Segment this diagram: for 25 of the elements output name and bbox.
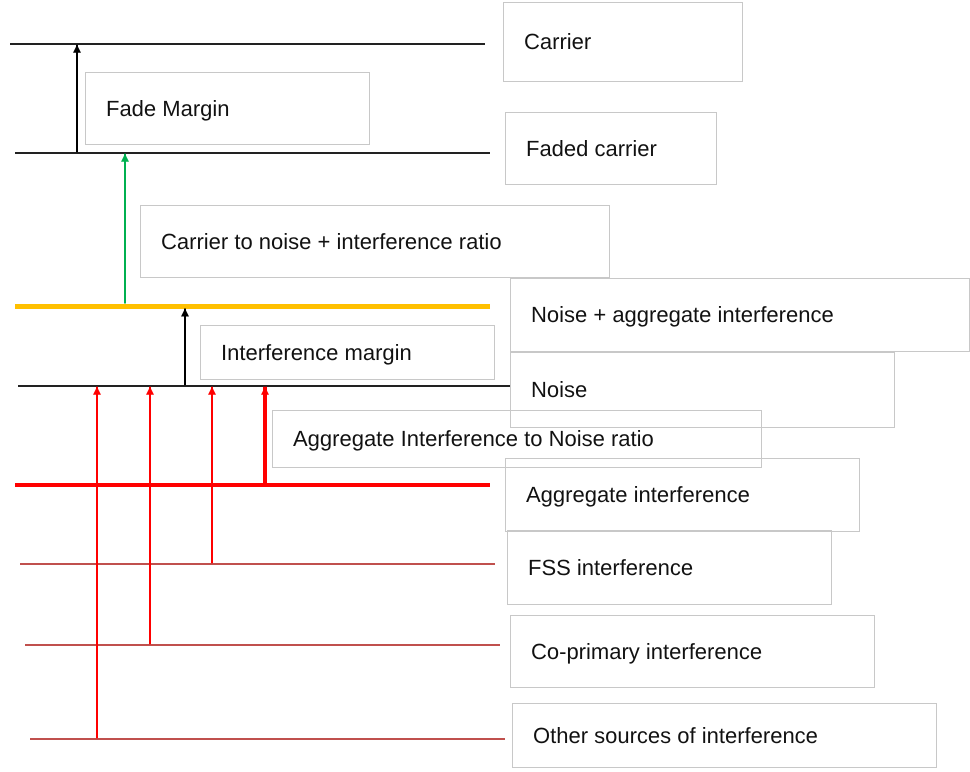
label-box: Carrier [503, 2, 743, 82]
level-line [15, 152, 490, 154]
label-box: Fade Margin [85, 72, 370, 145]
arrow [73, 44, 81, 152]
label-box: Interference margin [200, 325, 495, 380]
arrow [181, 308, 189, 386]
level-line [18, 385, 510, 387]
label-box: FSS interference [507, 530, 832, 605]
level-line [25, 644, 500, 646]
level-line [20, 563, 495, 565]
arrow [146, 386, 154, 644]
label-box: Aggregate Interference to Noise ratio [272, 410, 762, 468]
label-box: Carrier to noise + interference ratio [140, 205, 610, 278]
arrow [208, 386, 216, 564]
level-line [30, 738, 505, 740]
arrow [121, 154, 129, 304]
arrow [261, 386, 269, 483]
label-box: Noise + aggregate interference [510, 278, 970, 352]
level-line [10, 43, 485, 45]
label-box: Other sources of interference [512, 703, 937, 768]
label-box: Co-primary interference [510, 615, 875, 688]
label-box: Aggregate interference [505, 458, 860, 532]
label-box: Noise [510, 352, 895, 428]
label-box: Faded carrier [505, 112, 717, 185]
arrow [93, 386, 101, 738]
